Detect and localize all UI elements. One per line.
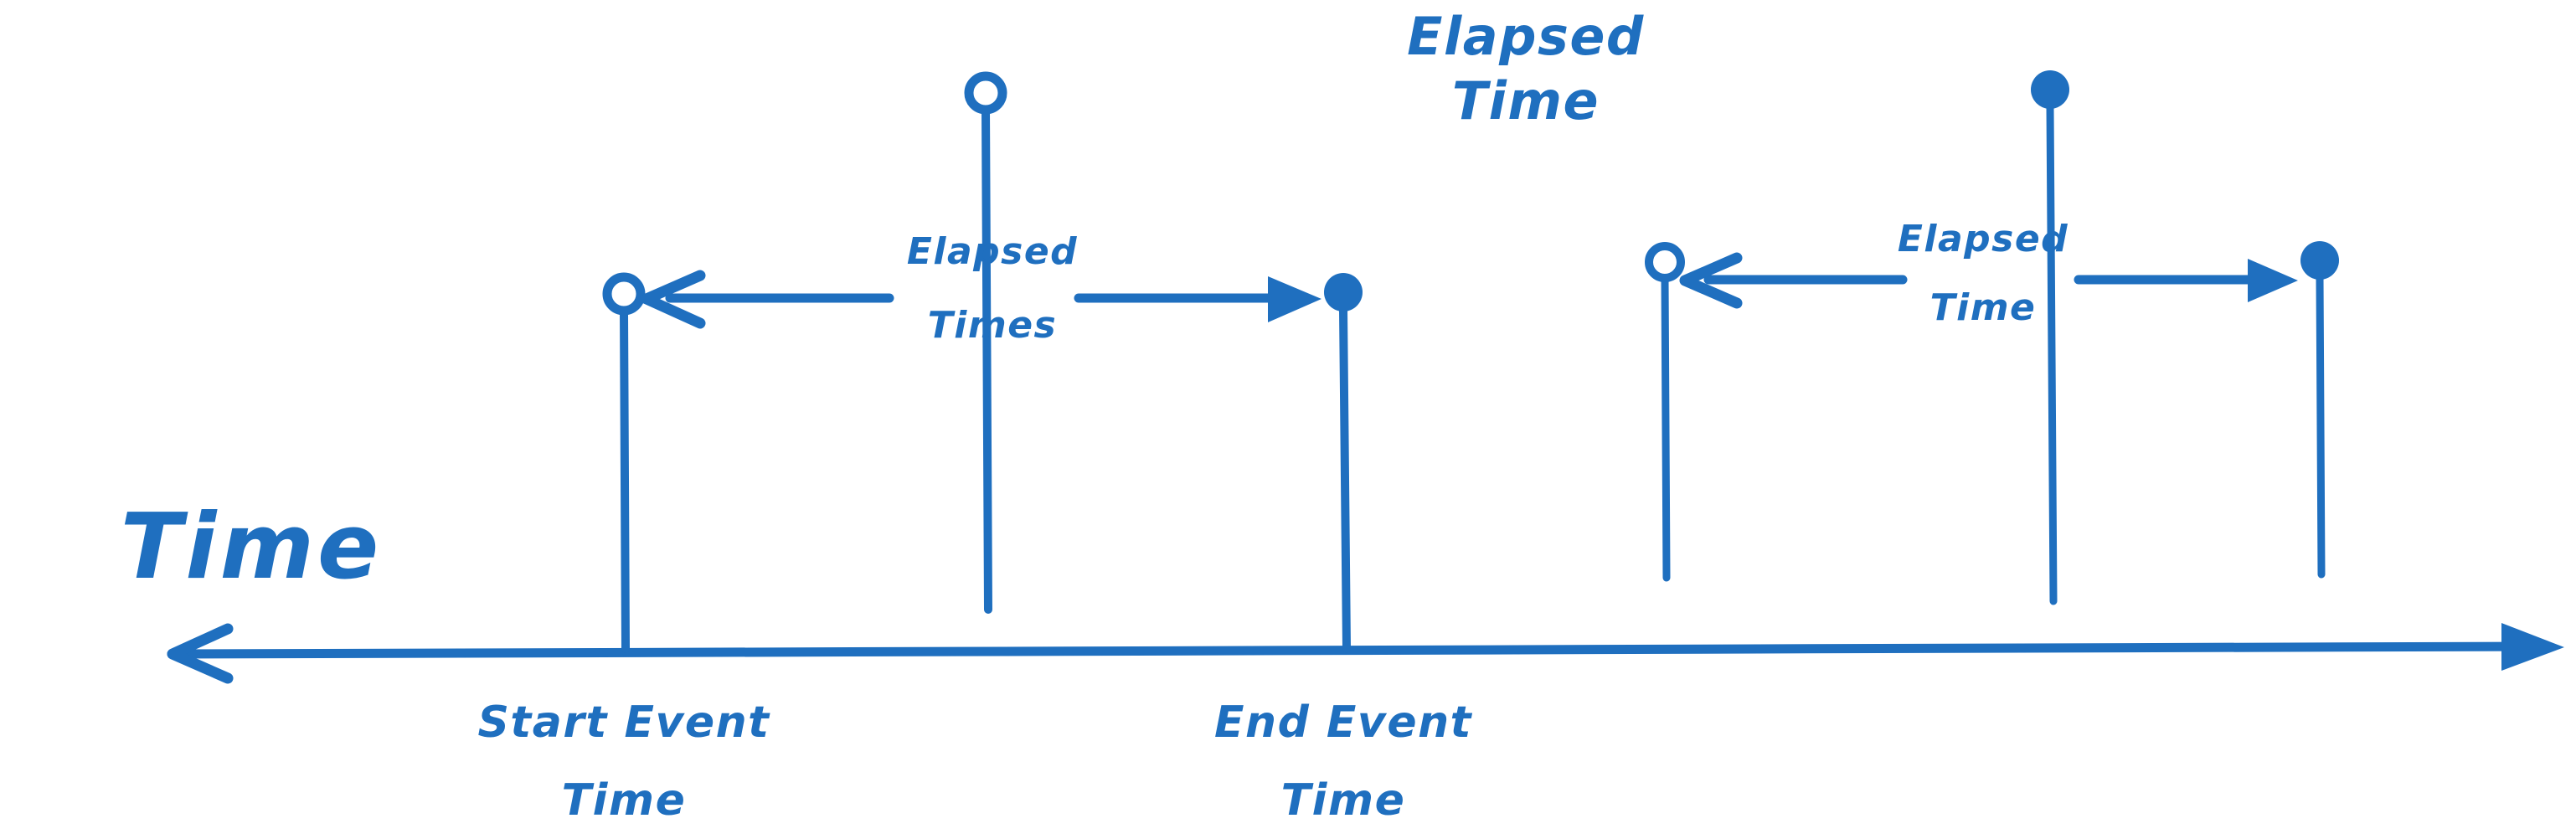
marker-start-event[interactable] <box>602 272 646 653</box>
marker-start-event-stem <box>620 306 630 653</box>
marker-start-event-hollow-circle-icon <box>602 272 646 316</box>
time-axis-left-arrowhead <box>167 623 234 684</box>
interval-group-unlabeled: Elapsed Time <box>1645 70 2339 605</box>
elapsed-time-label-line-2: Time <box>1930 286 2037 329</box>
start-event-caption: Start Event Time <box>477 697 770 826</box>
marker-end-event[interactable] <box>1324 273 1363 653</box>
end-event-caption: End Event Time <box>1214 697 1473 826</box>
axis-label-time: Time <box>121 495 382 600</box>
start-event-caption-line-1: Start Event <box>477 697 770 748</box>
interval-group-labeled: Elapsed Times Start Event Time End Event… <box>477 71 1473 826</box>
elapsed-time-label: Elapsed Time <box>1898 218 2069 329</box>
end-event-caption-line-2: Time <box>1281 775 1406 826</box>
marker-intermediate-event[interactable] <box>964 71 1007 614</box>
elapsed-times-left-arrowhead <box>641 270 706 329</box>
marker-end-event-filled-circle-icon <box>1324 273 1363 311</box>
marker-start-event-2[interactable] <box>1645 242 1685 582</box>
elapsed-time-label-line-1: Elapsed <box>1898 218 2069 260</box>
elapsed-time-left-arrowhead <box>1679 252 1743 309</box>
marker-end-event-2-stem <box>2316 273 2326 579</box>
marker-start-event-2-hollow-circle-icon <box>1645 242 1685 282</box>
marker-end-event-2[interactable] <box>2300 241 2339 579</box>
marker-start-event-2-stem <box>1661 274 1671 582</box>
marker-intermediate-event-2-stem <box>2046 103 2058 605</box>
marker-intermediate-event-2-filled-circle-icon <box>2031 70 2069 109</box>
time-axis-right-arrowhead <box>2501 623 2564 671</box>
elapsed-times-label-line-1: Elapsed <box>907 230 1078 273</box>
title-line-2: Time <box>1452 70 1600 131</box>
diagram-title: Elapsed Time <box>1407 6 1645 131</box>
end-event-caption-line-1: End Event <box>1214 697 1473 748</box>
time-axis-line <box>167 641 2551 659</box>
elapsed-times-right-arrowhead <box>1268 276 1321 322</box>
elapsed-times-label: Elapsed Times <box>907 230 1078 347</box>
marker-intermediate-event-2[interactable] <box>2031 70 2069 605</box>
marker-intermediate-event-stem <box>981 106 992 614</box>
elapsed-times-span-arrow <box>641 270 1321 329</box>
marker-end-event-stem <box>1339 305 1351 653</box>
start-event-caption-line-2: Time <box>562 775 687 826</box>
elapsed-times-label-line-2: Times <box>928 304 1057 347</box>
elapsed-time-right-arrowhead <box>2248 259 2298 302</box>
marker-intermediate-event-hollow-circle-icon <box>964 71 1007 115</box>
elapsed-time-span-arrow <box>1679 252 2298 309</box>
time-axis <box>167 623 2564 684</box>
marker-end-event-2-filled-circle-icon <box>2300 241 2339 280</box>
title-line-1: Elapsed <box>1407 6 1645 67</box>
